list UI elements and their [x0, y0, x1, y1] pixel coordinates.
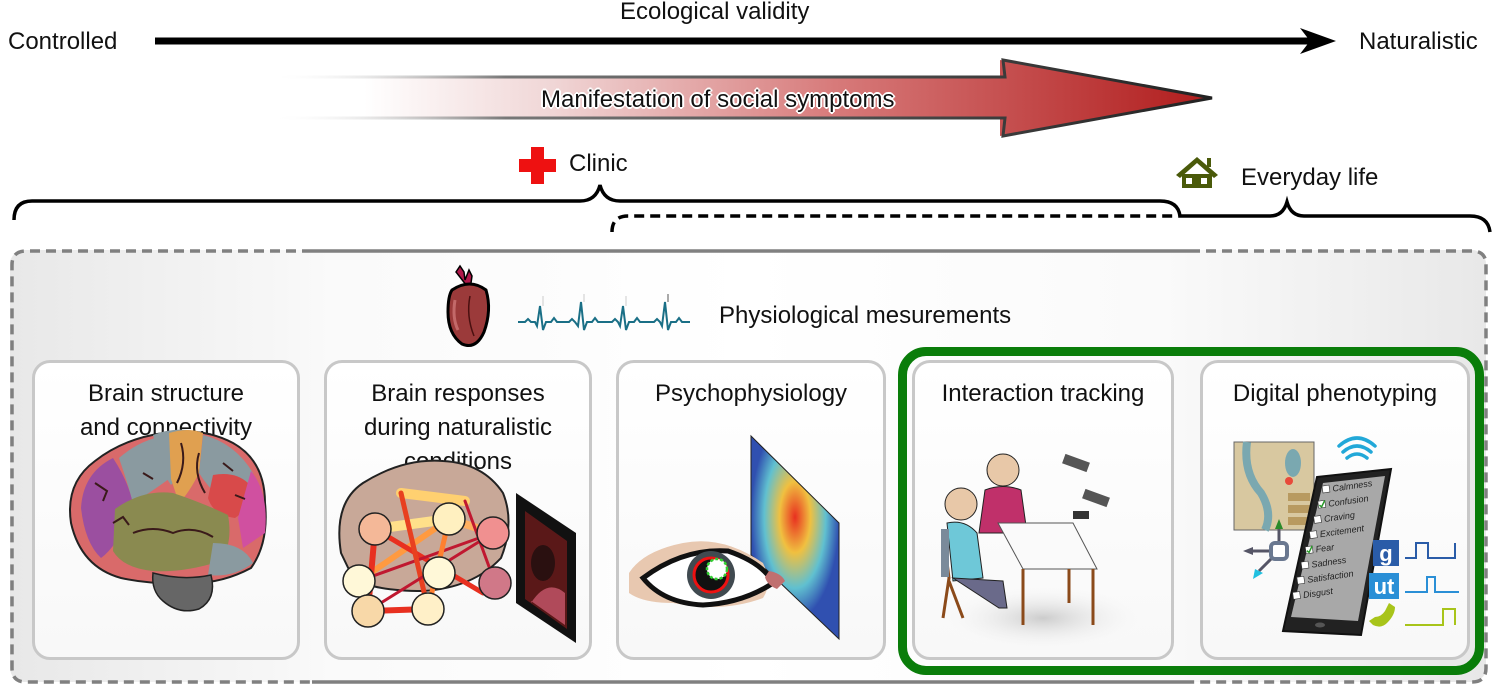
eye-tracking-heatmap-icon [629, 434, 840, 641]
checklist-item: Craving [1313, 510, 1355, 524]
checklist-item: Disgust [1292, 586, 1334, 600]
checkbox [1296, 575, 1306, 585]
panel-psychophysiology: Psychophysiology [616, 360, 886, 660]
check-icon [1306, 545, 1313, 554]
phone-icon [1369, 603, 1395, 627]
clinic-label: Clinic [569, 150, 628, 177]
checkbox [1292, 591, 1301, 600]
everyday-brace-solid [1180, 195, 1492, 233]
everyday-brace-dashed [610, 214, 1180, 233]
highlight-frame [898, 347, 1484, 675]
social-app-signals: g ut [1369, 540, 1459, 627]
navigation-axes-icon [1243, 519, 1289, 579]
brain-network-film-icon [338, 459, 576, 643]
checklist-label: Fear [1315, 542, 1336, 555]
panel-brain-structure: Brain structure and connectivity [32, 360, 300, 660]
everyday-life-label: Everyday life [1241, 164, 1379, 191]
check-icon [1318, 499, 1326, 508]
checkbox [1300, 560, 1310, 570]
tablet-icon [1281, 467, 1393, 637]
checkbox [1309, 530, 1318, 539]
checklist-item: Sadness [1300, 555, 1348, 570]
panel-title: Brain structure and connectivity [79, 380, 253, 441]
checkbox [1313, 515, 1322, 524]
heart-icon [446, 264, 491, 347]
physiological-measurements-label: Physiological mesurements [719, 302, 1012, 329]
g-app-icon: g [1379, 541, 1392, 566]
clinic-brace-solid [12, 184, 1182, 221]
ecological-validity-arrow [155, 28, 1336, 54]
panel-digital-phenotyping: Digital phenotyping [1200, 360, 1470, 660]
tablet-survey-map-icon: CalmnessConfusionCravingExcitementFearSa… [1233, 436, 1459, 637]
social-symptoms-arrow [270, 58, 1213, 138]
ut-app-icon: ut [1374, 574, 1395, 599]
map-icon [1233, 441, 1315, 532]
checklist-label: Disgust [1302, 586, 1334, 600]
panel-title: Psychophysiology [654, 380, 848, 407]
checklist-item: Fear [1304, 542, 1336, 555]
brain-regions-icon [69, 429, 267, 612]
ecological-validity-title: Ecological validity [620, 0, 810, 25]
red-cross-icon [519, 147, 556, 184]
two-people-table-camera-icon [933, 453, 1153, 653]
checklist-label: Craving [1323, 510, 1355, 524]
panel-brain-responses: Brain responses during naturalistic cond… [324, 360, 592, 660]
controlled-label: Controlled [8, 28, 118, 55]
checkbox [1321, 484, 1331, 494]
panel-title: Digital phenotyping [1232, 380, 1438, 407]
checklist-label: Sadness [1311, 555, 1348, 570]
naturalistic-label: Naturalistic [1359, 28, 1478, 55]
ecg-trace-icon [518, 294, 690, 331]
panel-interaction-tracking: Interaction tracking [912, 360, 1174, 660]
panel-title: Interaction tracking [941, 380, 1145, 407]
house-icon [1176, 157, 1218, 188]
outer-frame-border [10, 249, 1488, 684]
social-symptoms-label: Manifestation of social symptoms [541, 86, 895, 113]
wifi-icon [1337, 436, 1377, 460]
